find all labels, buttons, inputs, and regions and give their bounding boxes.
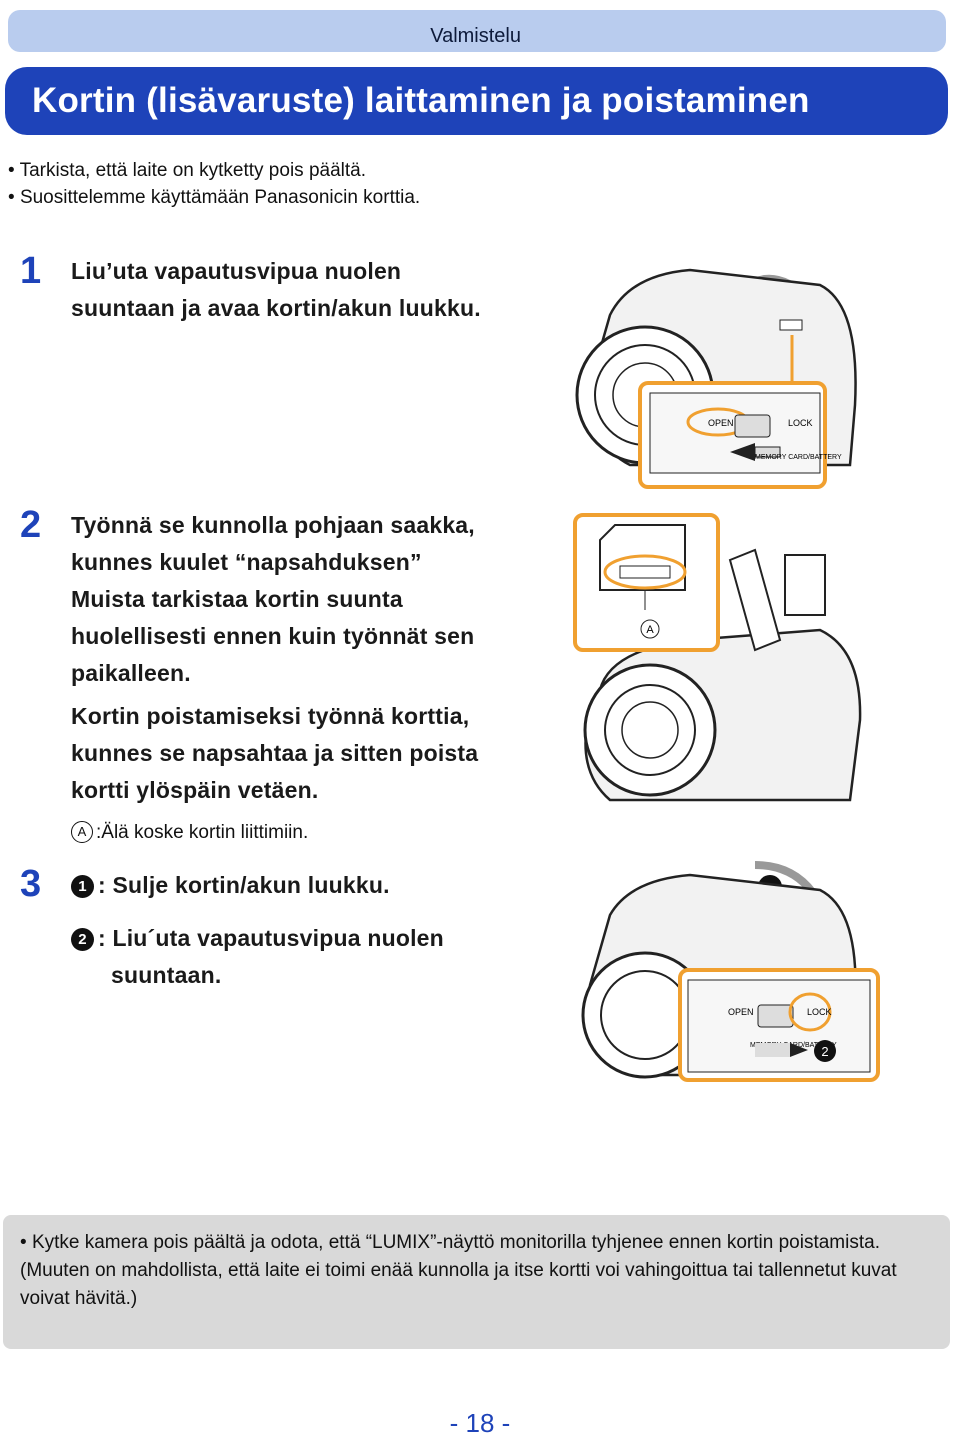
step-number-2: 2 [20,504,42,546]
title-bar: Kortin (lisävaruste) laittaminen ja pois… [5,67,948,135]
warning-note: • Kytke kamera pois päältä ja odota, ett… [3,1215,950,1349]
card-insertion-illustration: A [573,513,862,802]
section-tab: Valmistelu [8,10,946,52]
svg-text:LOCK: LOCK [807,1007,832,1017]
page-number: - 18 - [449,1408,511,1438]
camera-close-door-illustration: 1 OPEN LOCK MEMORY CARD/BATTERY 2 [581,861,880,1082]
svg-text:A: A [646,624,654,636]
step-3-item-1: 1: Sulje kortin/akun luukku. [71,867,390,904]
intro-list: • Tarkista, että laite on kytketty pois … [8,157,420,211]
camera-open-door-illustration: OPEN LOCK MEMORY CARD/BATTERY [575,268,857,489]
intro-bullet: • Suosittelemme käyttämään Panasonicin k… [8,187,421,208]
step-1-text: Liu’uta vapautusvipua nuolen suuntaan ja… [71,258,481,321]
connector-note: A:Älä koske kortin liittimiin. [71,821,308,844]
page-title: Kortin (lisävaruste) laittaminen ja pois… [32,81,810,120]
step-3-item-2: 2: Liu´uta vapautusvipua nuolen suuntaan… [71,920,444,994]
step-2-removal-text: Kortin poistamiseksi työnnä korttia, kun… [71,703,479,803]
marker-1: 1 [71,875,94,898]
svg-text:OPEN: OPEN [728,1007,754,1017]
step-number-1: 1 [20,250,42,292]
marker-2: 2 [71,928,94,951]
section-label: Valmistelu [430,25,521,47]
intro-bullet: • Tarkista, että laite on kytketty pois … [8,160,366,181]
svg-text:2: 2 [821,1044,828,1059]
step-number-3: 3 [20,863,42,905]
svg-text:OPEN: OPEN [708,418,734,428]
marker-a: A [71,821,93,843]
svg-text:LOCK: LOCK [788,418,813,428]
svg-text:MEMORY CARD/BATTERY: MEMORY CARD/BATTERY [755,454,842,461]
step-2-text: Työnnä se kunnolla pohjaan saakka, kunne… [71,512,475,686]
